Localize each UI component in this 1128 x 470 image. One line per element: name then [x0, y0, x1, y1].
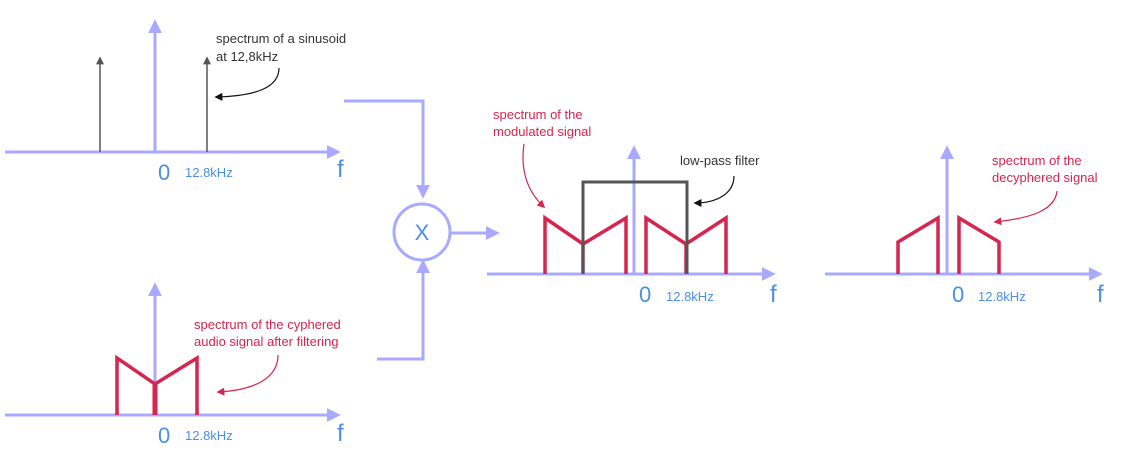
connector-top — [344, 99, 430, 199]
low-pass-filter-shape — [581, 180, 689, 274]
modulated-note-arrow — [522, 143, 546, 209]
decyphered-spectrum-right — [957, 214, 1001, 274]
freq-axis-label: f — [337, 156, 344, 183]
modulated-spectrum-left — [543, 214, 628, 274]
origin-label: 0 — [952, 282, 964, 307]
freq-axis-label: f — [337, 420, 344, 447]
panel-modulated: 0 12.8kHz f spectrum of the modulated si… — [487, 107, 777, 308]
carrier-freq-label: 12.8kHz — [185, 165, 233, 180]
cyphered-note-arrow — [216, 354, 279, 396]
lowpass-note-arrow — [693, 175, 735, 207]
origin-label: 0 — [158, 423, 170, 448]
panel-sinusoid: 0 12.8kHz f spectrum of a sinusoid at 12… — [5, 19, 346, 185]
freq-axis-label: f — [1097, 281, 1104, 308]
mixer-symbol: X — [415, 220, 430, 245]
carrier-freq-label: 12.8kHz — [185, 428, 233, 443]
origin-label: 0 — [639, 282, 651, 307]
sinusoid-note-line2: at 12,8kHz — [216, 49, 278, 64]
decyphered-note-line1: spectrum of the — [992, 153, 1082, 168]
panel-cyphered: 0 12.8kHz f spectrum of the cyphered aud… — [5, 282, 344, 448]
mixer-circle — [392, 202, 452, 262]
decyphered-note-arrow — [993, 190, 1058, 226]
decyphered-note-line2: decyphered signal — [992, 170, 1098, 185]
sinusoid-note-line1: spectrum of a sinusoid — [216, 31, 346, 46]
carrier-freq-label: 12.8kHz — [978, 289, 1026, 304]
connector-bottom — [377, 259, 430, 361]
freq-axis-label: f — [770, 281, 777, 308]
decyphered-spectrum-left — [896, 214, 940, 274]
modulated-note-line2: modulated signal — [493, 124, 591, 139]
carrier-freq-label: 12.8kHz — [666, 289, 714, 304]
cyphered-note-line1: spectrum of the cyphered — [194, 317, 341, 332]
panel-decyphered: 0 12.8kHz f spectrum of the decyphered s… — [825, 145, 1104, 308]
cyphered-note-line2: audio signal after filtering — [194, 334, 339, 349]
lowpass-note: low-pass filter — [680, 153, 760, 168]
origin-label: 0 — [158, 160, 170, 185]
mixer: X — [344, 99, 500, 361]
modulated-note-line1: spectrum of the — [493, 107, 583, 122]
sinusoid-note-arrow — [214, 67, 280, 101]
